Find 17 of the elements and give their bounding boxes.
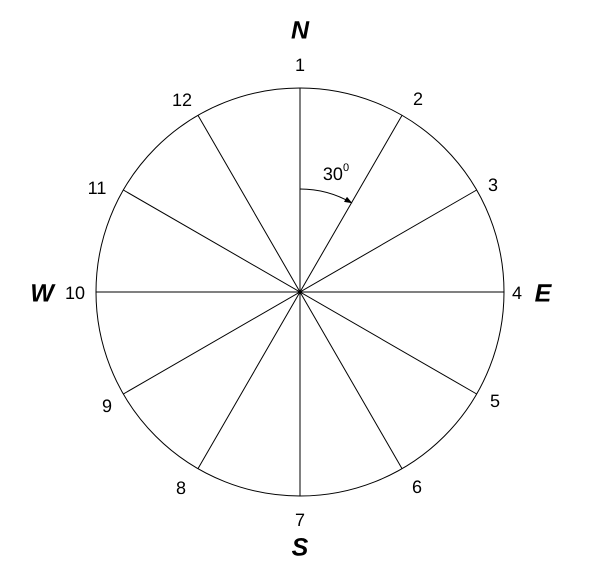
angle-label: 30$^{0}$ <box>322 165 350 183</box>
direction-number: 12 <box>172 91 192 109</box>
direction-number: 6 <box>412 478 422 496</box>
direction-number: 2 <box>413 90 423 108</box>
compass-letter: E <box>534 282 552 306</box>
direction-number: 10 <box>64 284 86 302</box>
direction-number: 9 <box>102 397 112 415</box>
direction-number: 5 <box>490 392 500 410</box>
direction-number: 1 <box>295 56 305 74</box>
compass-letter: N <box>290 18 310 44</box>
direction-number: 11 <box>88 179 106 197</box>
direction-number: 3 <box>488 176 498 194</box>
compass-letter: W <box>30 282 54 306</box>
direction-number: 7 <box>295 511 305 529</box>
direction-number: 4 <box>512 284 522 302</box>
direction-number: 8 <box>176 479 186 497</box>
compass-letter: S <box>292 536 308 560</box>
